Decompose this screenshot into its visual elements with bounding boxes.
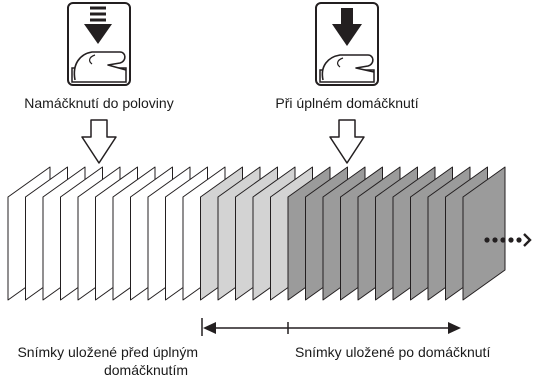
before-full-label-line2: domáčknutím bbox=[104, 362, 188, 378]
after-full-label: Snímky uložené po domáčknutí bbox=[295, 344, 490, 360]
full-press-down-arrow-icon bbox=[329, 119, 365, 164]
full-press-label: Při úplném domáčknutí bbox=[275, 95, 418, 111]
frame-sequence bbox=[7, 166, 506, 301]
full-press-shutter-icon bbox=[315, 2, 379, 86]
half-press-label: Namáčknutí do poloviny bbox=[24, 95, 173, 111]
before-full-label-line1: Snímky uložené před úplným bbox=[17, 344, 198, 360]
continuation-dots-icon bbox=[484, 233, 532, 247]
half-press-shutter-icon bbox=[67, 2, 131, 86]
time-range-arrows bbox=[201, 318, 461, 336]
half-press-down-arrow-icon bbox=[81, 119, 117, 164]
frame-after-full-press bbox=[462, 166, 506, 301]
